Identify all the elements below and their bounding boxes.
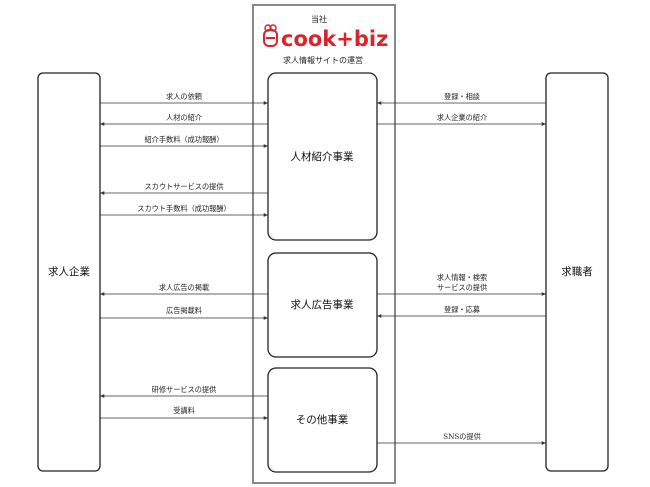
company-prefix: 当社	[311, 14, 327, 24]
flow-label-registration-consult: 登録・相談	[444, 92, 480, 101]
business-box-other	[267, 367, 378, 473]
actor-label-employer: 求人企業	[48, 265, 90, 278]
flow-label-job-ad-posting: 求人広告の掲載	[159, 283, 209, 292]
flow-label-scout-fee: スカウト手数料（成功報酬）	[137, 204, 230, 213]
flow-label-registration-apply: 登録・応募	[444, 305, 480, 314]
flow-label-job-request: 求人の依頼	[166, 92, 203, 101]
company-subtitle: 求人情報サイトの運営	[283, 55, 363, 65]
flow-label-sns-provision: SNSの提供	[443, 432, 481, 441]
actor-box-jobseeker	[545, 72, 609, 472]
flow-label-scout-service: スカウトサービスの提供	[144, 182, 223, 191]
brand-logo: cook+biz	[281, 27, 388, 51]
actor-box-employer	[37, 72, 101, 472]
actor-label-jobseeker: 求職者	[561, 266, 593, 278]
flow-label-course-fee: 受講料	[173, 406, 195, 415]
business-box-recruitment	[267, 72, 378, 241]
flow-label-job-search-service-1: 求人情報・検索	[437, 273, 487, 282]
flow-label-referral-fee: 紹介手数料（成功報酬）	[144, 135, 223, 144]
business-label-other: その他事業	[296, 413, 349, 426]
business-box-job-ads	[267, 252, 378, 358]
business-label-recruitment: 人材紹介事業	[291, 150, 354, 163]
company-frame	[252, 4, 396, 484]
business-label-job-ads: 求人広告事業	[291, 298, 354, 311]
flow-label-training-service: 研修サービスの提供	[152, 385, 217, 394]
flow-label-ad-fee: 広告掲載料	[166, 306, 202, 315]
flow-label-talent-referral: 人材の紹介	[166, 113, 203, 122]
chef-icon	[263, 24, 278, 47]
flow-label-job-search-service-2: サービスの提供	[437, 283, 487, 292]
flow-label-company-referral: 求人企業の紹介	[437, 113, 488, 122]
